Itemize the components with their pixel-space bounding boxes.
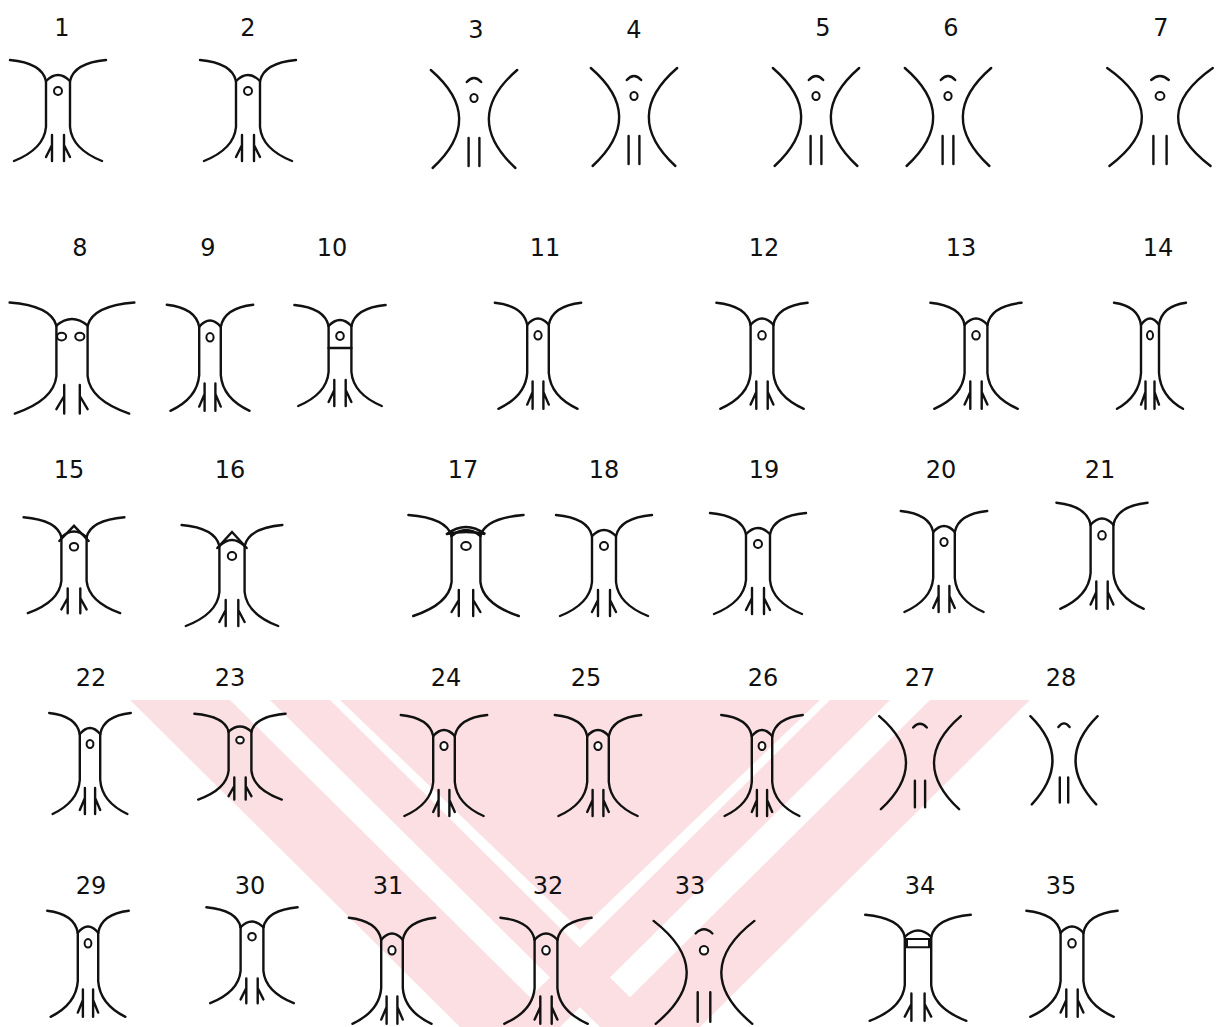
specimen-figure bbox=[591, 68, 677, 166]
figure-number: 8 bbox=[72, 234, 87, 262]
figure-number: 17 bbox=[448, 456, 479, 484]
specimen-figure bbox=[49, 713, 131, 814]
figure-number: 19 bbox=[749, 456, 780, 484]
specimen-figure bbox=[294, 305, 385, 406]
figure-number: 13 bbox=[946, 234, 977, 262]
specimen-figure bbox=[10, 60, 106, 161]
figure-number: 11 bbox=[530, 234, 561, 262]
specimen-figure bbox=[879, 716, 961, 809]
specimen-figure bbox=[1114, 303, 1186, 409]
figure-number: 18 bbox=[589, 456, 620, 484]
figure-number: 23 bbox=[215, 664, 246, 692]
specimen-figure bbox=[47, 911, 129, 1017]
watermark bbox=[130, 700, 1030, 1027]
specimen-figure bbox=[167, 305, 253, 411]
specimen-figure bbox=[710, 513, 806, 614]
figure-number: 3 bbox=[468, 16, 483, 44]
specimen-figure bbox=[206, 907, 297, 1003]
figure-number: 30 bbox=[235, 872, 266, 900]
figure-number: 35 bbox=[1046, 872, 1077, 900]
specimen-figure bbox=[401, 715, 487, 816]
figure-number: 27 bbox=[905, 664, 936, 692]
figure-number: 26 bbox=[748, 664, 779, 692]
specimen-figure bbox=[1056, 503, 1147, 609]
figure-number: 1 bbox=[54, 14, 69, 42]
specimen-figure bbox=[865, 915, 971, 1021]
figure-number: 14 bbox=[1143, 234, 1174, 262]
specimen-figure bbox=[901, 511, 987, 612]
specimen-figure bbox=[500, 918, 591, 1024]
figure-number: 28 bbox=[1046, 664, 1077, 692]
figure-number: 31 bbox=[373, 872, 404, 900]
specimen-figure bbox=[431, 70, 517, 168]
specimen-figure bbox=[654, 921, 755, 1024]
figure-number: 29 bbox=[76, 872, 107, 900]
figure-number: 24 bbox=[431, 664, 462, 692]
figure-number: 5 bbox=[815, 14, 830, 42]
figure-number: 4 bbox=[626, 16, 641, 44]
figure-number: 32 bbox=[533, 872, 564, 900]
figure-number: 10 bbox=[317, 234, 348, 262]
figure-number: 2 bbox=[240, 14, 255, 42]
specimen-figure bbox=[556, 515, 652, 616]
specimen-figure bbox=[721, 715, 803, 816]
specimen-figures bbox=[10, 60, 1213, 1024]
specimen-figure bbox=[349, 918, 435, 1024]
specimen-figure bbox=[773, 68, 859, 166]
specimen-figure bbox=[555, 715, 641, 816]
specimen-figure bbox=[930, 303, 1021, 409]
specimen-figure bbox=[495, 303, 581, 409]
specimen-figure bbox=[182, 525, 283, 626]
figure-number: 20 bbox=[926, 456, 957, 484]
figure-number: 22 bbox=[76, 664, 107, 692]
specimen-figure bbox=[716, 303, 807, 409]
specimen-figure bbox=[905, 68, 991, 166]
figure-number: 15 bbox=[54, 456, 85, 484]
specimen-figure bbox=[408, 515, 523, 616]
figure-number: 6 bbox=[943, 14, 958, 42]
figure-number: 9 bbox=[200, 234, 215, 262]
specimen-figure bbox=[1107, 68, 1213, 166]
specimen-figure bbox=[10, 303, 135, 414]
figure-number: 34 bbox=[905, 872, 936, 900]
figure-number: 25 bbox=[571, 664, 602, 692]
specimen-figure bbox=[200, 60, 296, 161]
figure-number: 12 bbox=[749, 234, 780, 262]
figure-number: 16 bbox=[215, 456, 246, 484]
specimen-figure bbox=[1030, 716, 1097, 804]
specimen-figure bbox=[24, 517, 125, 613]
figure-number: 33 bbox=[675, 872, 706, 900]
specimen-figure bbox=[194, 714, 285, 800]
specimen-figure bbox=[1026, 911, 1117, 1017]
figure-number: 7 bbox=[1153, 14, 1168, 42]
figure-number: 21 bbox=[1085, 456, 1116, 484]
